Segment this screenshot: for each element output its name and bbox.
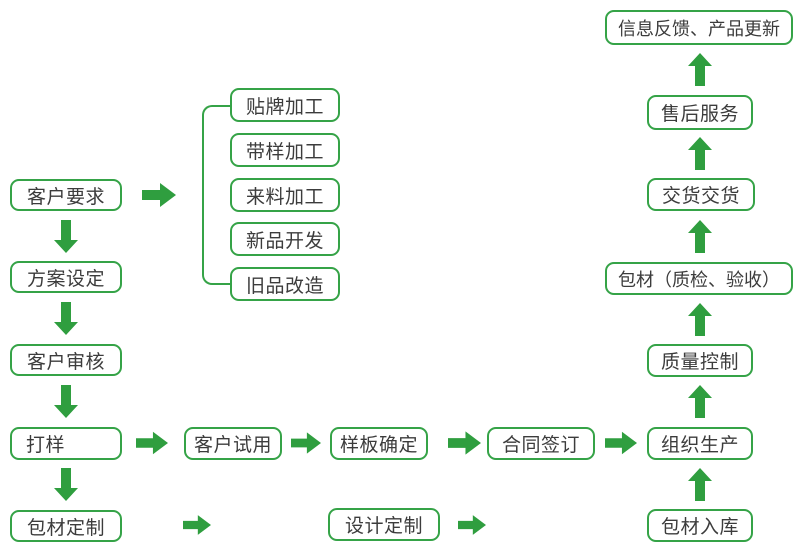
arrow-right-icon (291, 431, 321, 455)
arrow-right-icon (448, 431, 481, 455)
node-label: 旧品改造 (245, 274, 324, 297)
node-label: 新品开发 (245, 229, 324, 252)
bracket-connector (202, 105, 230, 285)
node-customer-trial: 客户试用 (184, 427, 282, 460)
node-label: 打样 (26, 434, 66, 456)
node-production-organization: 组织生产 (647, 427, 753, 460)
node-after-sales-service: 售后服务 (647, 95, 753, 130)
node-sample-provided-processing: 带样加工 (230, 133, 340, 167)
node-label: 信息反馈、产品更新 (618, 18, 780, 40)
node-label: 样板确定 (339, 434, 418, 456)
arrow-right-icon (605, 431, 637, 455)
node-contract-signing: 合同签订 (487, 427, 595, 460)
node-customer-review: 客户审核 (10, 344, 122, 376)
arrow-down-icon (54, 468, 78, 501)
node-label: 售后服务 (660, 103, 739, 125)
node-label: 包材定制 (26, 516, 105, 539)
node-packaging-material-custom: 包材定制 (10, 510, 122, 542)
node-packaging-material-inbound: 包材入库 (647, 509, 753, 542)
arrow-down-icon (54, 385, 78, 418)
node-label: 贴牌加工 (245, 95, 324, 118)
node-customer-requirement: 客户要求 (10, 179, 122, 211)
arrow-right-icon (183, 514, 211, 536)
arrow-up-icon (688, 385, 712, 418)
arrow-up-icon (688, 468, 712, 501)
node-quality-control: 质量控制 (647, 344, 753, 377)
node-sample-confirmation: 样板确定 (330, 427, 428, 460)
node-label: 带样加工 (245, 140, 324, 163)
arrow-down-icon (54, 220, 78, 253)
node-sampling: 打样 (10, 427, 122, 460)
node-label: 包材入库 (660, 516, 739, 538)
node-label: 合同签订 (501, 434, 580, 456)
node-label: 方案设定 (26, 267, 105, 290)
arrow-right-icon (458, 514, 486, 536)
node-plan-setting: 方案设定 (10, 261, 122, 293)
arrow-up-icon (688, 220, 712, 253)
node-label: 客户试用 (193, 434, 272, 456)
arrow-up-icon (688, 303, 712, 336)
arrow-right-icon (136, 431, 168, 455)
node-packaging-inspection-acceptance: 包材（质检、验收） (605, 262, 793, 295)
node-incoming-material-processing: 来料加工 (230, 178, 340, 212)
arrow-down-icon (54, 302, 78, 335)
node-label: 来料加工 (245, 185, 324, 208)
node-new-product-development: 新品开发 (230, 222, 340, 256)
node-label: 客户要求 (26, 185, 105, 208)
node-label: 包材（质检、验收） (618, 269, 780, 291)
arrow-up-icon (688, 53, 712, 86)
node-label: 交货交货 (661, 185, 740, 207)
node-delivery: 交货交货 (647, 178, 755, 211)
arrow-up-icon (688, 137, 712, 170)
node-oem-processing: 贴牌加工 (230, 88, 340, 122)
node-label: 组织生产 (660, 434, 739, 456)
node-feedback-product-update: 信息反馈、产品更新 (605, 10, 793, 45)
node-label: 设计定制 (344, 515, 423, 537)
arrow-right-icon (142, 183, 176, 207)
node-label: 客户审核 (26, 350, 105, 373)
node-design-custom: 设计定制 (328, 508, 440, 541)
node-label: 质量控制 (660, 351, 739, 373)
node-old-product-renovation: 旧品改造 (230, 267, 340, 301)
